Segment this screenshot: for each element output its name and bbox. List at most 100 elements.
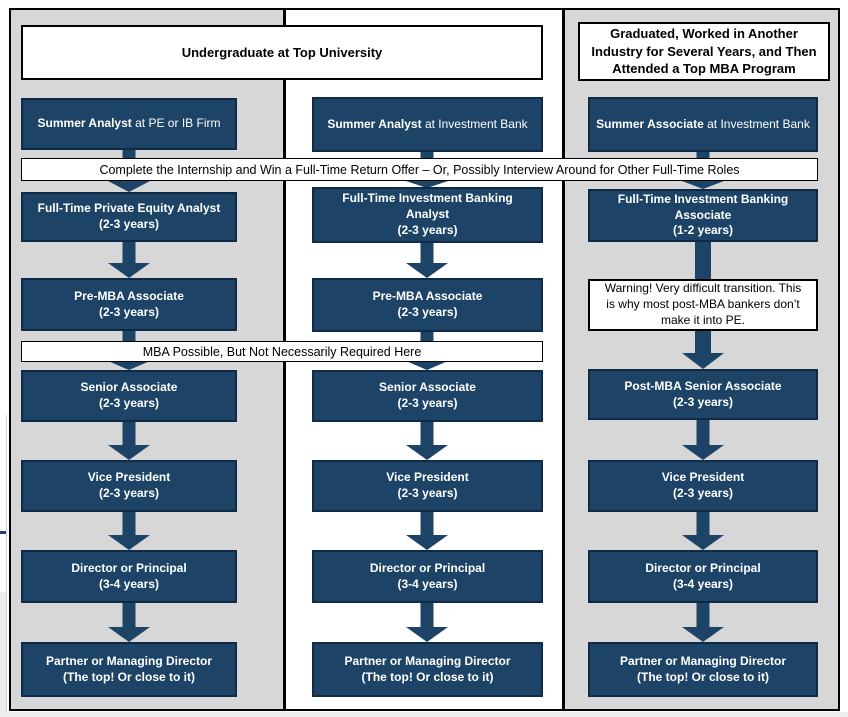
box-subtitle: (2-3 years) — [397, 396, 458, 410]
box-vice-president-left: Vice President (2-3 years) — [21, 460, 237, 512]
box-title: Partner or Managing Director — [344, 653, 511, 668]
box-title: Pre-MBA Associate — [74, 288, 184, 303]
down-arrow-head — [108, 263, 150, 278]
box-title: Director or Principal — [645, 560, 761, 575]
down-arrow-shaft — [122, 603, 136, 627]
down-arrow-shaft — [696, 152, 710, 159]
down-arrow-shaft — [696, 603, 710, 627]
box-vice-president-middle: Vice President (2-3 years) — [312, 460, 543, 512]
down-arrow-head — [682, 627, 724, 642]
box-subtitle: (3-4 years) — [672, 576, 734, 591]
banner-label: MBA Possible, But Not Necessarily Requir… — [142, 344, 422, 359]
box-subtitle: (The top! Or close to it) — [361, 669, 494, 684]
header-undergrad-label: Undergraduate at Top University — [181, 44, 383, 60]
down-arrow-shaft — [696, 420, 710, 445]
box-title: Director or Principal — [71, 560, 187, 575]
down-arrow-shaft — [420, 512, 434, 535]
box-title: Director or Principal — [369, 560, 486, 575]
down-arrow-shaft — [122, 512, 136, 535]
down-arrow-shaft — [695, 242, 711, 279]
left-edge-vline-artifact — [6, 415, 7, 712]
box-partner-md-left: Partner or Managing Director (The top! O… — [21, 642, 237, 697]
down-arrow-shaft — [122, 242, 136, 263]
box-senior-associate-middle: Senior Associate (2-3 years) — [312, 370, 543, 422]
box-title: Pre-MBA Associate — [372, 289, 483, 304]
down-arrow-shaft — [420, 332, 434, 341]
box-label: Summer Associate at Investment Bank — [596, 116, 810, 131]
box-summer-analyst-pe-ib: Summer Analyst at PE or IB Firm — [21, 98, 237, 150]
down-arrow-shaft — [420, 152, 434, 159]
box-subtitle: (2-3 years) — [98, 304, 160, 319]
down-arrow-head — [682, 445, 724, 460]
box-subtitle: (2-3 years) — [98, 486, 160, 500]
down-arrow-head — [108, 361, 150, 370]
down-arrow-head — [108, 181, 150, 192]
box-director-principal-left: Director or Principal (3-4 years) — [21, 550, 237, 603]
box-title: Senior Associate — [379, 380, 476, 395]
box-subtitle: (The top! Or close to it) — [637, 669, 769, 684]
box-title: Full-Time Investment Banking Associate — [617, 191, 789, 222]
down-arrow-head — [108, 445, 150, 460]
box-summer-analyst-investment-bank: Summer Analyst at Investment Bank — [312, 97, 543, 152]
down-arrow-head — [406, 361, 448, 370]
box-ft-investment-banking-analyst: Full-Time Investment Banking Analyst (2-… — [312, 187, 543, 243]
box-summer-associate-investment-bank: Summer Associate at Investment Bank — [588, 97, 818, 152]
down-arrow-head — [406, 627, 448, 642]
box-title: Vice President — [87, 470, 171, 485]
down-arrow-shaft — [420, 243, 434, 263]
down-arrow-shaft — [122, 150, 136, 159]
down-arrow-head — [406, 535, 448, 550]
down-arrow-head — [406, 263, 448, 278]
box-ft-private-equity-analyst: Full-Time Private Equity Analyst (2-3 ye… — [21, 192, 237, 242]
box-title: Vice President — [386, 470, 469, 485]
down-arrow-head — [682, 181, 724, 189]
header-mba-path: Graduated, Worked in Another Industry fo… — [578, 22, 830, 81]
down-arrow-shaft — [695, 331, 711, 353]
box-vice-president-right: Vice President (2-3 years) — [588, 460, 818, 512]
banner-label: Complete the Internship and Win a Full-T… — [99, 162, 740, 177]
box-subtitle: (2-3 years) — [98, 217, 160, 231]
box-senior-associate-left: Senior Associate (2-3 years) — [21, 370, 237, 422]
down-arrow-head — [108, 627, 150, 642]
box-director-principal-right: Director or Principal (3-4 years) — [588, 550, 818, 603]
down-arrow-head — [406, 181, 448, 188]
down-arrow-head — [682, 535, 724, 550]
box-subtitle: (3-4 years) — [397, 576, 458, 591]
box-subtitle: (2-3 years) — [672, 486, 734, 500]
box-title: Senior Associate — [80, 380, 178, 395]
box-partner-md-right: Partner or Managing Director (The top! O… — [588, 642, 818, 697]
down-arrow-head — [682, 353, 724, 369]
box-director-principal-middle: Director or Principal (3-4 years) — [312, 550, 543, 603]
box-label: Summer Analyst at Investment Bank — [327, 116, 528, 131]
box-subtitle: (2-3 years) — [397, 486, 458, 500]
box-ft-investment-banking-associate: Full-Time Investment Banking Associate (… — [588, 189, 818, 242]
box-title: Partner or Managing Director — [45, 653, 213, 668]
header-undergrad: Undergraduate at Top University — [21, 25, 543, 80]
banner-internship-return-offer: Complete the Internship and Win a Full-T… — [21, 158, 818, 181]
down-arrow-shaft — [420, 422, 434, 445]
box-pre-mba-associate-middle: Pre-MBA Associate (2-3 years) — [312, 278, 543, 332]
box-subtitle: (3-4 years) — [98, 576, 160, 591]
box-warning-difficult-transition: Warning! Very difficult transition. This… — [588, 279, 818, 331]
down-arrow-shaft — [122, 422, 136, 445]
box-post-mba-senior-associate: Post-MBA Senior Associate (2-3 years) — [588, 369, 818, 420]
box-subtitle: (The top! Or close to it) — [63, 669, 195, 684]
box-title: Full-Time Investment Banking Analyst — [342, 191, 513, 222]
box-title: Post-MBA Senior Associate — [624, 378, 782, 393]
down-arrow-head — [108, 535, 150, 550]
box-title: Partner or Managing Director — [619, 653, 787, 668]
box-label: Summer Analyst at PE or IB Firm — [37, 116, 221, 131]
left-edge-line-artifact — [0, 531, 7, 534]
box-subtitle: (2-3 years) — [672, 394, 734, 409]
header-mba-path-label: Graduated, Worked in Another Industry fo… — [591, 26, 817, 77]
box-subtitle: (2-3 years) — [98, 396, 160, 410]
down-arrow-head — [406, 445, 448, 460]
down-arrow-shaft — [122, 331, 136, 341]
box-pre-mba-associate-left: Pre-MBA Associate (2-3 years) — [21, 278, 237, 331]
left-edge-gray-artifact — [0, 592, 7, 717]
box-subtitle: (2-3 years) — [397, 222, 458, 237]
down-arrow-shaft — [696, 512, 710, 535]
box-subtitle: (1-2 years) — [672, 223, 734, 238]
down-arrow-shaft — [420, 603, 434, 627]
